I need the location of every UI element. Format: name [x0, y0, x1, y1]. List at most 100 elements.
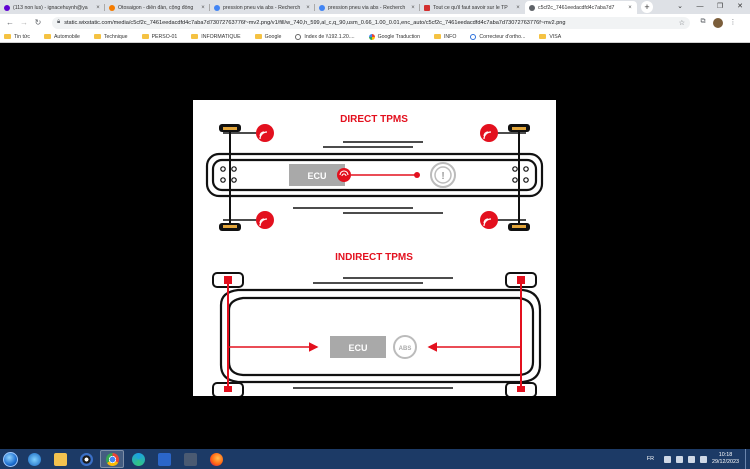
browser-tab[interactable]: pression pneu via abs - Recherch ×	[315, 1, 420, 14]
folder-icon	[191, 34, 199, 39]
clock[interactable]: 10:18 29/12/2023	[712, 452, 739, 466]
tab-strip: (113 non lus) - ignacehuynh@ya × Otosaig…	[0, 0, 750, 14]
bookmark-label: Automobile	[53, 33, 80, 40]
network-icon	[183, 452, 197, 466]
folder-icon	[43, 34, 51, 39]
direct-ecu-label: ECU	[307, 171, 326, 181]
bookmark-star-icon[interactable]: ☆	[678, 19, 685, 27]
folder-icon	[539, 34, 547, 39]
tab-title: pression pneu via abs - Recherch	[223, 4, 301, 11]
bookmark-label: Tin tức	[14, 33, 30, 40]
tab-favicon-icon	[109, 4, 115, 11]
taskbar-app-media-player[interactable]	[74, 450, 98, 468]
indirect-ecu-box	[330, 336, 386, 358]
folder-icon	[53, 452, 67, 466]
tab-close-icon[interactable]: ×	[306, 4, 310, 11]
browser-tab[interactable]: Tout ce qu'il faut savoir sur le TP ×	[420, 1, 525, 14]
windows-taskbar: FR 10:18 29/12/2023	[0, 449, 750, 469]
bookmark-item[interactable]: Google	[254, 33, 282, 40]
direct-bolt-dots	[220, 166, 529, 183]
network-tray-icon[interactable]	[676, 455, 684, 463]
flag-icon[interactable]	[700, 455, 708, 463]
reload-icon[interactable]: ↻	[34, 18, 42, 27]
clock-time: 10:18	[718, 452, 733, 458]
taskbar-app-edge[interactable]	[126, 450, 150, 468]
bookmark-label: VISA	[549, 33, 562, 40]
close-icon[interactable]: ✕	[737, 3, 743, 10]
forward-icon[interactable]: →	[20, 18, 28, 27]
taskbar-app-folder[interactable]	[48, 450, 72, 468]
bookmark-item[interactable]: Automobile	[43, 33, 80, 40]
direct-body-lines	[223, 132, 526, 221]
edge-icon	[131, 452, 145, 466]
abs-icon	[393, 335, 417, 359]
browser-tab[interactable]: pression pneu via abs - Recherch ×	[210, 1, 315, 14]
bookmark-label: Correcteur d'ortho...	[479, 33, 526, 40]
browser-tab-active[interactable]: c5cf2c_7461eedacdfd4c7aba7d7 ×	[525, 1, 637, 14]
direct-tpms-title: DIRECT TPMS	[340, 114, 408, 125]
maximize-icon[interactable]: ❐	[716, 3, 724, 10]
tab-title: Otosaigon - diễn đàn, cộng đồng	[118, 4, 194, 11]
bookmark-label: Google	[264, 33, 282, 40]
system-tray: FR 10:18 29/12/2023	[647, 449, 750, 469]
extensions-icon[interactable]: ⧉	[700, 17, 706, 25]
window-controls: ⌄ — ❐ ✕	[670, 0, 750, 14]
more-menu-icon[interactable]: ⋮	[729, 18, 737, 26]
back-icon[interactable]: ←	[6, 18, 14, 27]
bookmark-item[interactable]: INFORMATIQUE	[191, 34, 241, 40]
tab-close-icon[interactable]: ×	[201, 4, 205, 11]
tab-close-icon[interactable]: ×	[628, 4, 632, 11]
browser-tab[interactable]: (113 non lus) - ignacehuynh@ya ×	[0, 1, 105, 14]
tab-separator	[104, 4, 105, 11]
tab-title: Tout ce qu'il faut savoir sur le TP	[433, 4, 508, 11]
tab-close-icon[interactable]: ×	[516, 4, 520, 11]
lock-icon[interactable]: 🔒︎	[57, 19, 61, 25]
bookmark-item[interactable]: Index de \\192.1.20....	[295, 33, 355, 40]
bookmark-item[interactable]: PERSO-01	[141, 33, 178, 40]
bookmark-label: Google Traduction	[377, 33, 420, 40]
tab-close-icon[interactable]: ×	[96, 4, 100, 11]
taskbar-app-network[interactable]	[178, 450, 202, 468]
chevron-down-icon[interactable]: ⌄	[677, 3, 683, 10]
taskbar-app-chrome[interactable]	[100, 450, 124, 468]
bookmark-item[interactable]: Correcteur d'ortho...	[470, 33, 526, 40]
start-button[interactable]	[0, 449, 20, 469]
indirect-ecu-label: ECU	[348, 343, 367, 353]
tab-separator	[419, 4, 420, 11]
browser-tab[interactable]: Otosaigon - diễn đàn, cộng đồng ×	[105, 1, 210, 14]
spell-icon	[470, 33, 477, 40]
tray-arrow-icon[interactable]	[664, 455, 672, 463]
bookmark-item[interactable]: INFO	[433, 34, 456, 40]
clock-date: 29/12/2023	[712, 459, 739, 465]
bookmark-item[interactable]: VISA	[539, 34, 561, 40]
address-bar[interactable]: 🔒︎ static.wixstatic.com/media/c5cf2c_746…	[52, 16, 690, 29]
new-tab-button[interactable]: +	[641, 1, 653, 13]
volume-icon[interactable]	[688, 455, 696, 463]
bookmark-label: PERSO-01	[151, 33, 178, 40]
tab-favicon-icon	[319, 4, 325, 11]
bookmarks-bar: Tin tức Automobile Technique PERSO-01 IN…	[0, 31, 750, 43]
firefox-icon	[209, 452, 223, 466]
minimize-icon[interactable]: —	[696, 3, 704, 10]
folder-icon	[4, 34, 11, 39]
windows-logo-icon	[2, 451, 18, 467]
show-desktop-button[interactable]	[745, 449, 750, 469]
bookmark-item[interactable]: Technique	[93, 34, 128, 40]
folder-icon	[433, 34, 441, 39]
tab-favicon-icon	[4, 4, 10, 11]
taskbar-app-blue[interactable]	[152, 450, 176, 468]
direct-ecu-box	[289, 164, 345, 186]
language-indicator[interactable]: FR	[646, 456, 655, 462]
direct-car-outline	[205, 152, 544, 198]
bookmark-item[interactable]: Tin tức	[4, 34, 30, 40]
tab-favicon-icon	[424, 4, 430, 11]
taskbar-app-explorer[interactable]	[22, 450, 46, 468]
toolbar-icons: ⧉ ⋮	[696, 17, 740, 28]
taskbar-app-firefox[interactable]	[204, 450, 228, 468]
bookmark-item[interactable]: Google Traduction	[368, 33, 420, 40]
media-player-icon	[79, 452, 93, 466]
avatar[interactable]	[713, 17, 723, 28]
google-icon	[368, 33, 375, 40]
tab-separator	[209, 4, 210, 11]
tab-close-icon[interactable]: ×	[411, 4, 415, 11]
